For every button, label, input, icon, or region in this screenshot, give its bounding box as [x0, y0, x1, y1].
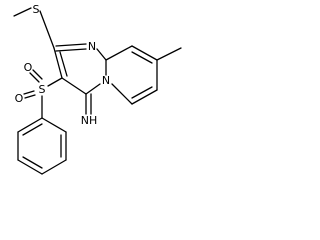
bond-c8-methyl	[156, 47, 182, 61]
bond-c6-n5	[111, 83, 133, 105]
bond-n5-c4	[85, 83, 101, 95]
atom-oxygen-top: O	[24, 61, 33, 74]
bond-ph-3	[41, 159, 67, 175]
bond-c3-c2-double	[53, 47, 63, 79]
bond-c3-c2-double-2	[59, 51, 68, 77]
bond-c9a-c9	[105, 45, 133, 61]
atom-oxygen-bottom: O	[15, 92, 24, 105]
bond-methyl-s	[13, 7, 32, 17]
bond-s-o-bottom-2	[24, 94, 36, 99]
bond-c9-c8-double	[131, 45, 158, 61]
bond-s-o-top-2	[32, 69, 43, 80]
bond-c2-n1-double	[55, 43, 87, 47]
bond-n1-c9a	[96, 48, 107, 61]
bond-c2-n1-double-2	[55, 48, 87, 52]
bond-s-o-bottom	[23, 90, 35, 95]
atom-labels: S N N S O O NH	[15, 3, 110, 127]
bonds	[13, 7, 182, 175]
atom-nitrogen-bridgehead: N	[102, 74, 110, 87]
bond-s-c2	[39, 10, 55, 49]
atom-sulfur-sulfonyl: S	[39, 83, 46, 96]
bond-ph-4	[17, 159, 43, 175]
bond-c7-c6-double-2	[131, 86, 153, 99]
bond-ph-1	[41, 117, 67, 133]
atom-imine: NH	[81, 114, 98, 127]
bond-ph-6	[17, 117, 43, 133]
bond-c7-c6-double	[131, 89, 158, 105]
bond-c4-c3	[61, 77, 87, 95]
atom-sulfur-thioether: S	[33, 3, 40, 16]
bond-c9-c8-double-2	[131, 51, 153, 64]
bond-ph-4-inner	[22, 156, 43, 169]
bond-ph-6-inner	[22, 123, 43, 136]
bond-c3-s	[47, 77, 63, 87]
atom-nitrogen-ring: N	[88, 40, 96, 53]
chemical-structure-diagram: S N N S O O NH	[13, 3, 182, 175]
bond-s-o-top	[29, 72, 40, 83]
